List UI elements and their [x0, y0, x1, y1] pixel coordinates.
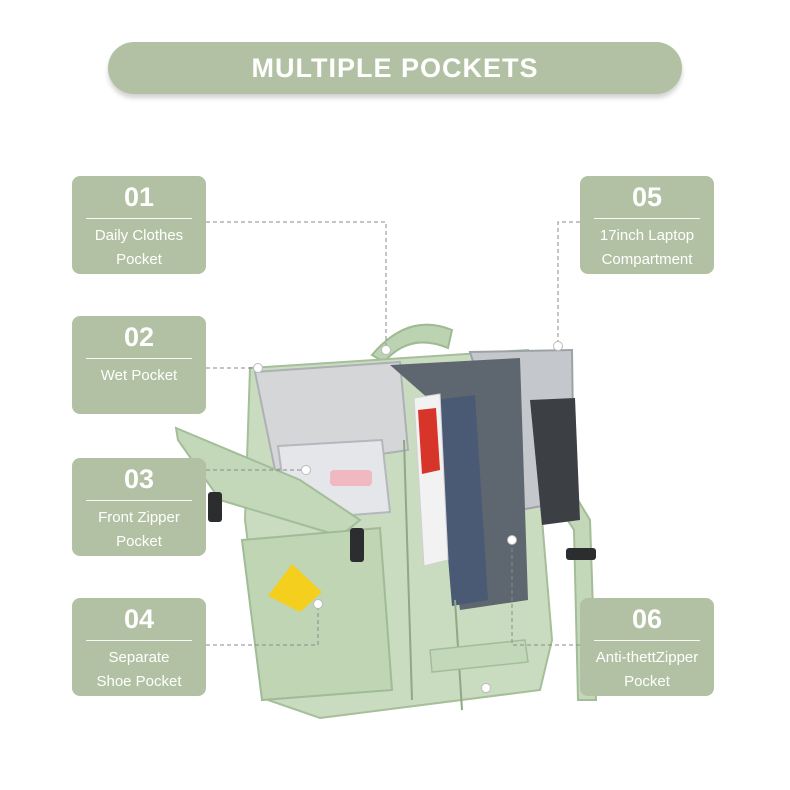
callout-number: 04 — [123, 604, 155, 634]
callout-wet-pocket: 02 Wet Pocket — [72, 316, 206, 414]
callout-divider — [86, 218, 192, 219]
callout-separate-shoe-pocket: 04 Separate Shoe Pocket — [72, 598, 206, 696]
callout-divider — [86, 358, 192, 359]
callout-divider — [594, 218, 700, 219]
callout-label-line1: Anti-thettZipper — [595, 649, 699, 666]
callout-number: 06 — [631, 604, 663, 634]
callout-front-zipper-pocket: 03 Front Zipper Pocket — [72, 458, 206, 556]
callout-label-line1: Separate — [108, 649, 170, 666]
callout-number: 02 — [123, 322, 155, 352]
title-banner: MULTIPLE POCKETS — [108, 42, 682, 94]
callout-number: 05 — [631, 182, 663, 212]
callout-number: 03 — [123, 464, 155, 494]
callout-label-line2: Pocket — [116, 251, 162, 268]
callout-label-line2: Pocket — [624, 673, 670, 690]
callout-laptop-compartment: 05 17inch Laptop Compartment — [580, 176, 714, 274]
callout-daily-clothes-pocket: 01 Daily Clothes Pocket — [72, 176, 206, 274]
callout-label-line1: 17inch Laptop — [599, 227, 695, 244]
callout-divider — [86, 500, 192, 501]
callout-number: 01 — [123, 182, 155, 212]
callout-anti-theft-zipper-pocket: 06 Anti-thettZipper Pocket — [580, 598, 714, 696]
callout-label-line1: Wet Pocket — [100, 367, 178, 384]
callout-label-line2: Shoe Pocket — [96, 673, 182, 690]
callout-divider — [594, 640, 700, 641]
banner-title: MULTIPLE POCKETS — [251, 52, 539, 83]
callout-label-line2: Compartment — [601, 251, 693, 268]
callout-label-line2: Pocket — [116, 533, 162, 550]
callout-divider — [86, 640, 192, 641]
callout-label-line1: Daily Clothes — [94, 227, 184, 244]
callout-label-line1: Front Zipper — [98, 509, 180, 526]
